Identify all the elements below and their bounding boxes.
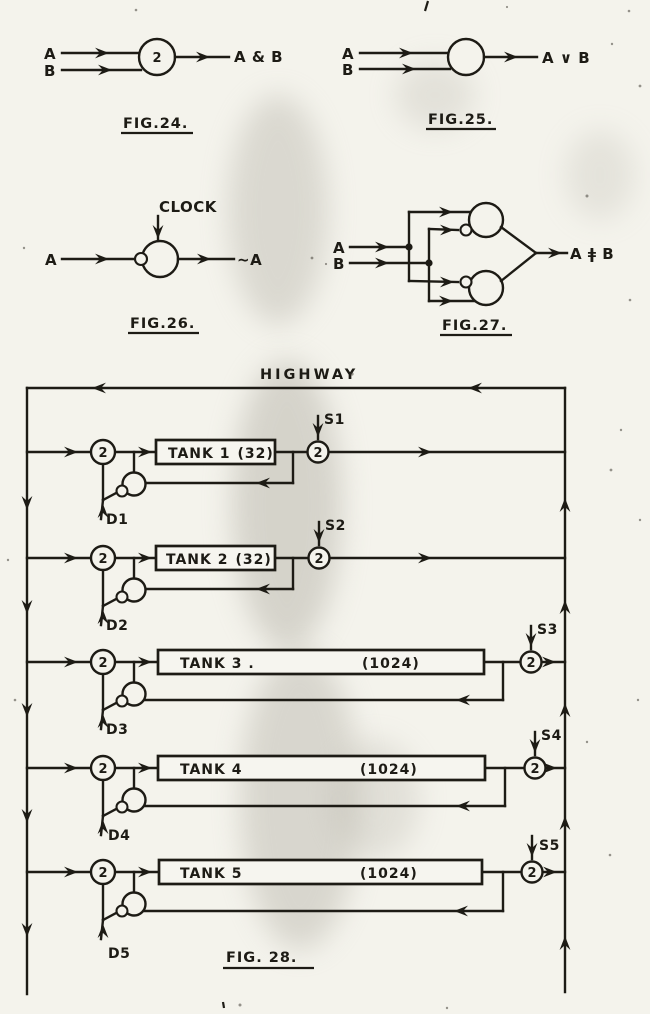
tank-label: TANK 3 . [180,656,255,672]
figure-caption: FIG.25. [428,112,493,128]
scan-smudge [232,360,342,650]
tank-row-4: 2 TANK 4 (1024) 2 S4 D4 [25,728,567,844]
input-a-label: A [342,45,354,63]
input-b-label: B [333,255,345,273]
tank-box [156,648,486,676]
inversion-bubble [115,484,129,498]
figure-28-tank-store: HIGHWAY [21,367,571,996]
tank-size-label: (1024) [360,866,418,882]
write-gate-circle [89,648,117,676]
tank-label: TANK 2(32) [166,552,272,568]
gate-symbol: 2 [98,656,107,671]
figure-26-inverter: CLOCK A ~A FIG.26. [45,198,262,335]
input-a-label: A [45,251,57,269]
tank-size-label: (1024) [362,656,420,672]
gate-symbol: 2 [98,762,107,777]
scan-noise [6,0,642,1010]
read-gate-circle [520,860,544,884]
tank-size-label: (1024) [360,762,418,778]
scan-smudge [565,130,635,220]
input-a-label: A [44,45,56,63]
tank-box [154,438,277,466]
output-label: A & B [234,48,283,66]
inversion-bubble [115,694,129,708]
write-gate-circle [89,858,117,886]
inversion-bubble [133,251,149,267]
highway-label: HIGHWAY [260,367,358,383]
output-label: A ǂ B [570,245,614,263]
write-gate-circle [89,438,117,466]
select-label: S3 [537,622,558,638]
figure-25-or-gate: A B A ∨ B FIG.25. [342,37,590,131]
tank-box [154,544,277,572]
or-gate-circle [446,37,486,77]
destroy-label: D4 [108,828,130,844]
clock-label: CLOCK [159,198,218,216]
inversion-bubble [115,904,129,918]
select-label: S2 [325,518,346,534]
figure-caption: FIG.24. [123,116,188,132]
tank-label: TANK 5 [180,866,242,882]
figure-caption: FIG.27. [442,318,507,334]
inversion-bubble [115,800,129,814]
tank-row-1: 2 TANK 1(32) 2 S1 D1 [25,412,567,528]
inversion-bubble [459,223,473,237]
select-label: S1 [324,412,345,428]
destroy-label: D2 [106,618,128,634]
inversion-bubble [115,590,129,604]
destroy-label: D1 [106,512,128,528]
output-label: ~A [237,251,262,269]
gate-symbol: 2 [527,866,536,881]
select-label: S4 [541,728,562,744]
destroy-label: D3 [106,722,128,738]
tank-label: TANK 4 [180,762,242,778]
gate-symbol: 2 [526,656,535,671]
figure-caption: FIG.26. [130,316,195,332]
gate-symbol: 2 [313,446,322,461]
figure-24-and-gate: 2 A B A & B FIG.24. [44,37,283,135]
inversion-bubble [459,275,473,289]
tank-label: TANK 1(32) [168,446,274,462]
tank-row-5: 2 TANK 5 (1024) 2 S5 D5 [25,834,567,962]
input-b-label: B [342,61,354,79]
destroy-label: D5 [108,946,130,962]
tank-row-3: 2 TANK 3 . (1024) 2 S3 D3 [25,622,567,738]
gate-symbol: 2 [530,762,539,777]
input-a-label: A [333,239,345,257]
tank-row-2: 2 TANK 2(32) 2 S2 D2 [25,518,567,634]
select-label: S5 [539,838,560,854]
figure-caption: FIG. 28. [226,950,297,966]
gate-symbol: 2 [98,552,107,567]
xor-upper-gate-circle [467,201,505,239]
output-label: A ∨ B [542,49,590,67]
xor-lower-gate-circle [467,269,505,307]
gate-symbol: 2 [98,866,107,881]
read-gate-circle [306,440,330,464]
tank-box [156,754,487,782]
gate-symbol: 2 [314,552,323,567]
scan-smudge [228,95,328,325]
input-b-label: B [44,62,56,80]
write-gate-circle [89,754,117,782]
gate-symbol: 2 [152,51,161,66]
figure-27-xor: A B A ǂ B FIG.27. [333,201,614,337]
read-gate-circle [307,546,331,570]
write-gate-circle [89,544,117,572]
read-gate-circle [519,650,543,674]
tank-box [157,858,484,886]
read-gate-circle [523,756,547,780]
gate-symbol: 2 [98,446,107,461]
